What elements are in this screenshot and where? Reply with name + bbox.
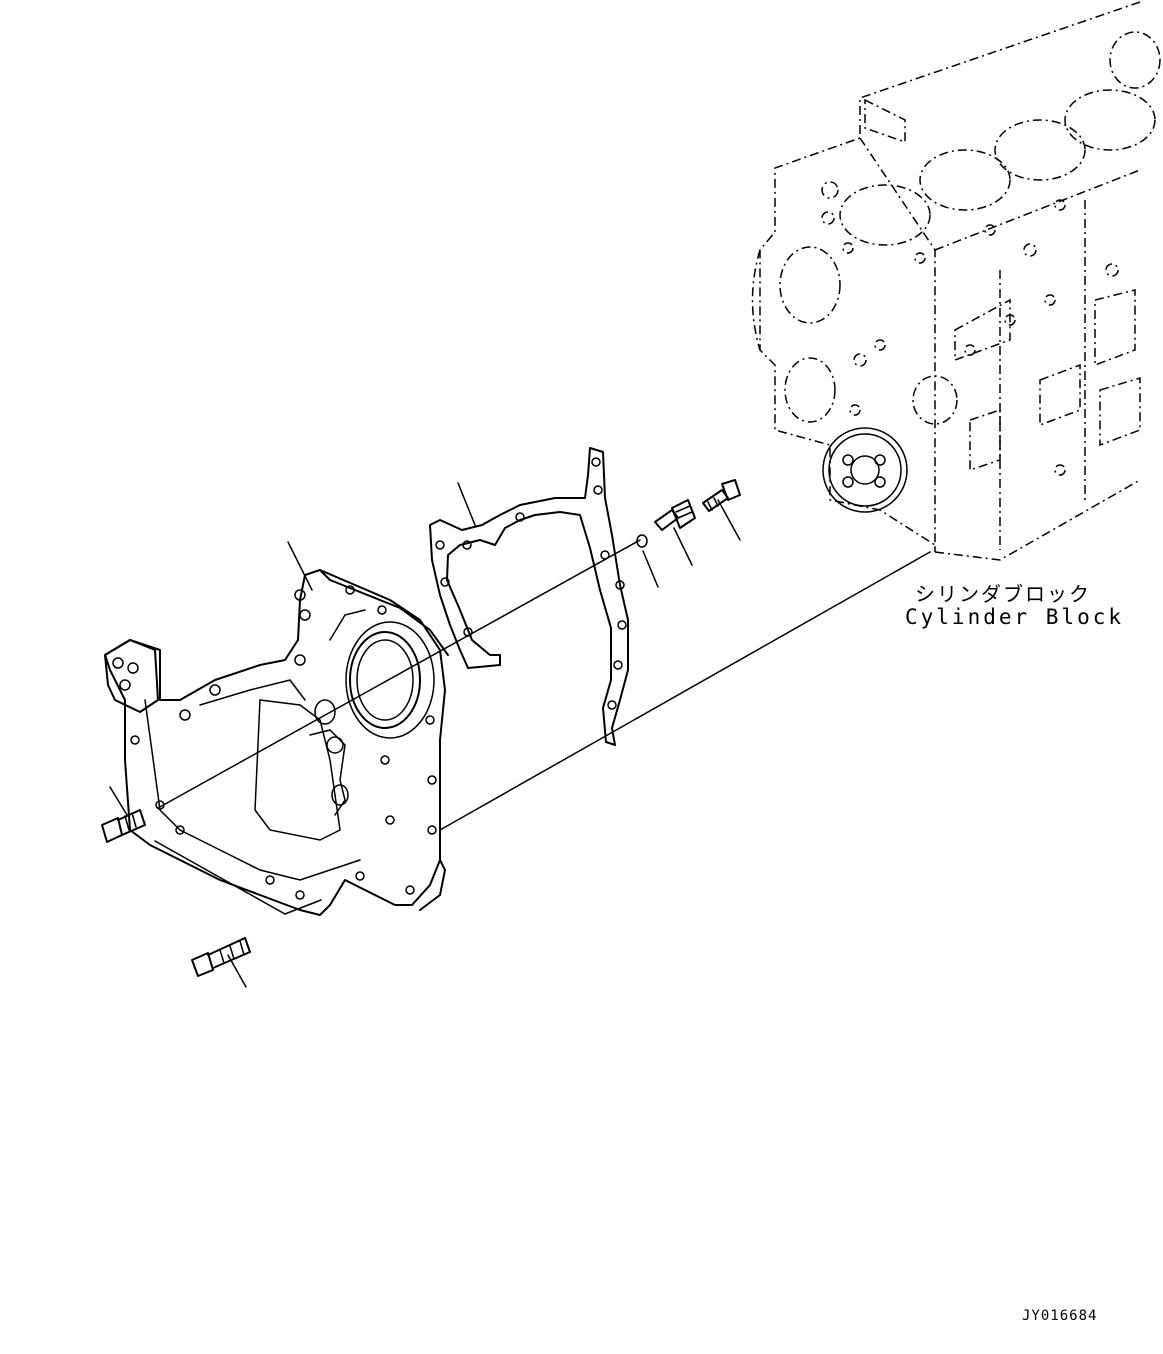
leader-lines [109, 482, 931, 988]
front-cover [104, 569, 449, 916]
cylinder-block [751, 1, 1161, 561]
cover-bolt-long [191, 937, 251, 977]
cylinder-block-label-en: Cylinder Block [905, 605, 1125, 629]
front-cover-gasket [429, 447, 629, 746]
speed-sensor [654, 499, 696, 531]
sensor-mounting-bolt [702, 479, 741, 512]
cylinder-block-label-jp: シリンダブロック [915, 582, 1091, 606]
cover-bolt-short [101, 809, 146, 843]
drawing-number: JY016684 [1022, 1308, 1098, 1324]
